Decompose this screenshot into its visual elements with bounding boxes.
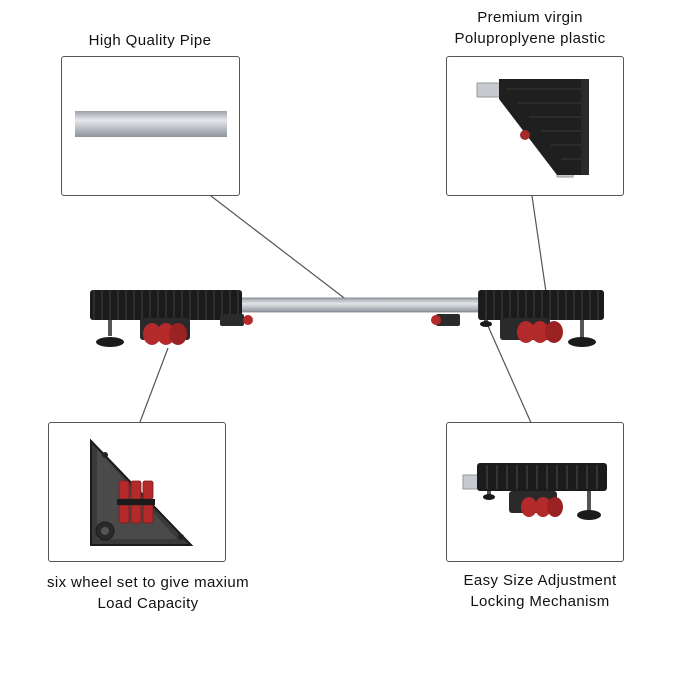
plastic-caption-line1: Premium virgin — [477, 9, 583, 26]
pipe-caption-text: High Quality Pipe — [88, 32, 212, 49]
plastic-detail-panel — [446, 56, 624, 196]
six-wheel-set-image — [90, 438, 194, 546]
wheels-caption: six wheel set to give maxium Load Capaci… — [18, 572, 278, 614]
plastic-corner-image — [476, 79, 589, 178]
wheels-detail-panel — [48, 422, 226, 562]
pipe-detail-panel — [61, 56, 240, 196]
wheels-leader-line — [139, 347, 169, 423]
adjust-leader-line — [487, 325, 533, 426]
plastic-caption-line2: Poluproplyene plastic — [454, 30, 606, 47]
appliance-stand-image — [90, 290, 604, 347]
adjust-caption: Easy Size Adjustment Locking Mechanism — [420, 570, 660, 612]
adjust-caption-line1: Easy Size Adjustment — [463, 572, 617, 589]
plastic-caption: Premium virgin Poluproplyene plastic — [420, 7, 640, 49]
pipe-detail-image — [75, 111, 227, 137]
pipe-caption: High Quality Pipe — [50, 30, 250, 51]
locking-mechanism-image — [462, 463, 607, 520]
adjust-caption-line2: Locking Mechanism — [470, 593, 610, 610]
wheels-caption-line2: Load Capacity — [97, 595, 199, 612]
plastic-leader-line — [531, 195, 547, 293]
adjust-detail-panel — [446, 422, 624, 562]
pipe-leader-line — [210, 195, 353, 305]
wheels-caption-line1: six wheel set to give maxium — [46, 574, 250, 591]
